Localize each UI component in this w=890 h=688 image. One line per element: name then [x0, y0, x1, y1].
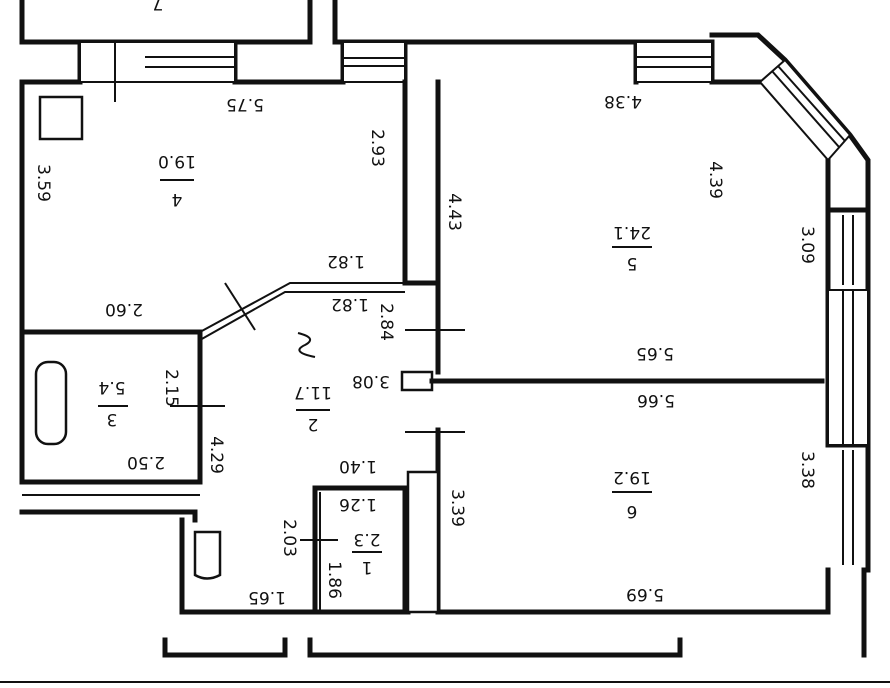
dim-1-65: 1.65 [248, 587, 286, 607]
interior-walls [19, 42, 825, 615]
dim-3-39: 3.39 [447, 489, 467, 527]
room-2-number: 2 [308, 414, 319, 434]
room-5-area: 24.1 [613, 222, 651, 242]
corridor-lines [0, 637, 890, 683]
dim-2-03: 2.03 [279, 519, 299, 557]
dim-2-50: 2.50 [127, 452, 165, 472]
window-room4-2 [342, 41, 406, 83]
dim-5-69: 5.69 [626, 584, 664, 604]
dim-5-66: 5.66 [637, 390, 675, 410]
windows [79, 41, 869, 565]
dim-1-86: 1.86 [324, 561, 344, 599]
room-4-area: 19.0 [158, 151, 196, 171]
room-6-area: 19.2 [613, 467, 651, 487]
bathtub-icon [34, 360, 68, 446]
room-5-number: 5 [627, 253, 638, 273]
top-room-number: 7 [153, 0, 164, 13]
window-room5 [635, 41, 713, 83]
window-room6 [827, 289, 869, 446]
room-6-number: 6 [627, 501, 638, 521]
toilet-icon [193, 530, 222, 580]
fixtures [34, 95, 316, 580]
dim-4-38: 4.38 [604, 91, 642, 111]
top-room-outline [19, 0, 715, 45]
dim-2-60: 2.60 [105, 299, 143, 319]
dim-1-40: 1.40 [339, 456, 377, 476]
stove-icon [38, 95, 84, 141]
dim-3-08: 3.08 [352, 371, 390, 391]
dim-3-38: 3.38 [797, 451, 817, 489]
room-4-number: 4 [172, 189, 183, 209]
room-1-area: 2.3 [353, 529, 380, 549]
room-3-number: 3 [107, 409, 118, 429]
dim-2-93: 2.93 [367, 129, 387, 167]
exterior-walls [19, 32, 871, 658]
room-3-area: 5.4 [98, 377, 125, 397]
dim-5-75: 5.75 [226, 94, 264, 114]
dim-1-82-a: 1.82 [327, 251, 365, 271]
room-1-number: 1 [362, 557, 373, 577]
dim-4-29: 4.29 [206, 436, 226, 474]
dim-5-65: 5.65 [636, 343, 674, 363]
dim-1-82-b: 1.82 [331, 294, 369, 314]
room-labels: 19.0 4 24.1 5 5.4 3 11.7 2 2.3 1 19.2 6 [98, 151, 652, 577]
dim-1-26: 1.26 [339, 494, 377, 514]
dim-4-39: 4.39 [705, 161, 725, 199]
dim-3-09: 3.09 [797, 226, 817, 264]
dimension-labels: 5.75 3.59 2.93 4.38 4.43 4.39 3.09 1.82 … [33, 91, 817, 607]
dim-3-59: 3.59 [33, 164, 53, 202]
dim-4-43: 4.43 [444, 193, 464, 231]
dim-2-84: 2.84 [376, 303, 396, 341]
room-2-area: 11.7 [294, 382, 332, 402]
window-room4 [79, 41, 236, 83]
dim-2-15: 2.15 [161, 369, 181, 407]
